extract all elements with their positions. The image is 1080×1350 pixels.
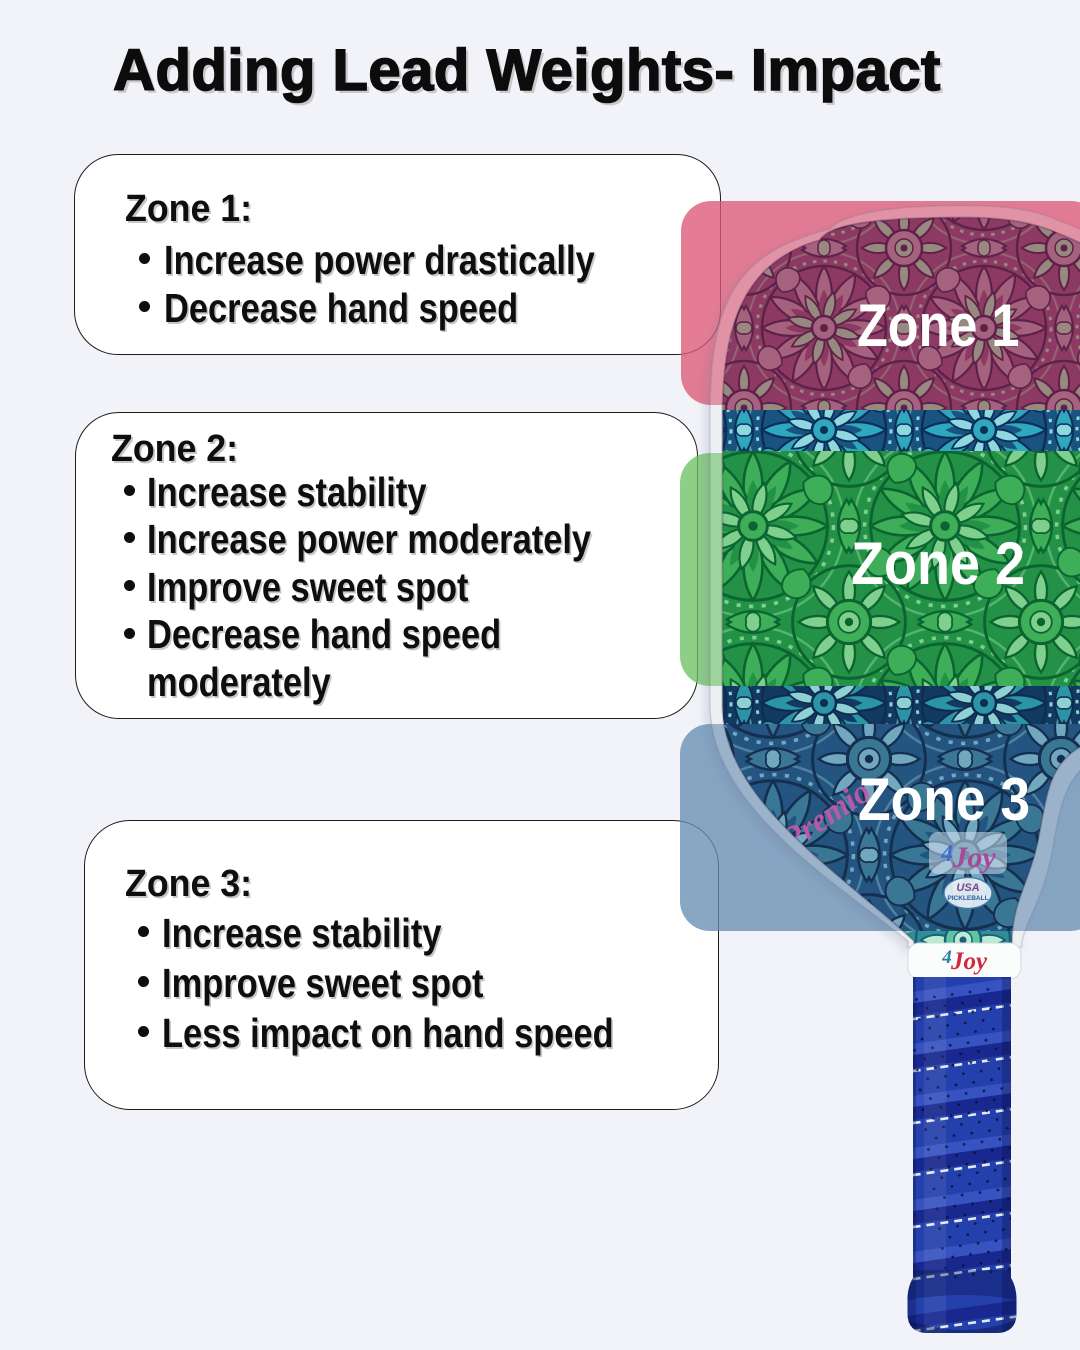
svg-text:Joy: Joy: [951, 841, 996, 874]
svg-text:4: 4: [940, 841, 953, 867]
svg-text:PICKLEBALL: PICKLEBALL: [947, 895, 988, 902]
svg-text:USA: USA: [956, 882, 979, 894]
svg-text:Joy: Joy: [950, 948, 988, 975]
svg-text:4: 4: [941, 947, 952, 968]
